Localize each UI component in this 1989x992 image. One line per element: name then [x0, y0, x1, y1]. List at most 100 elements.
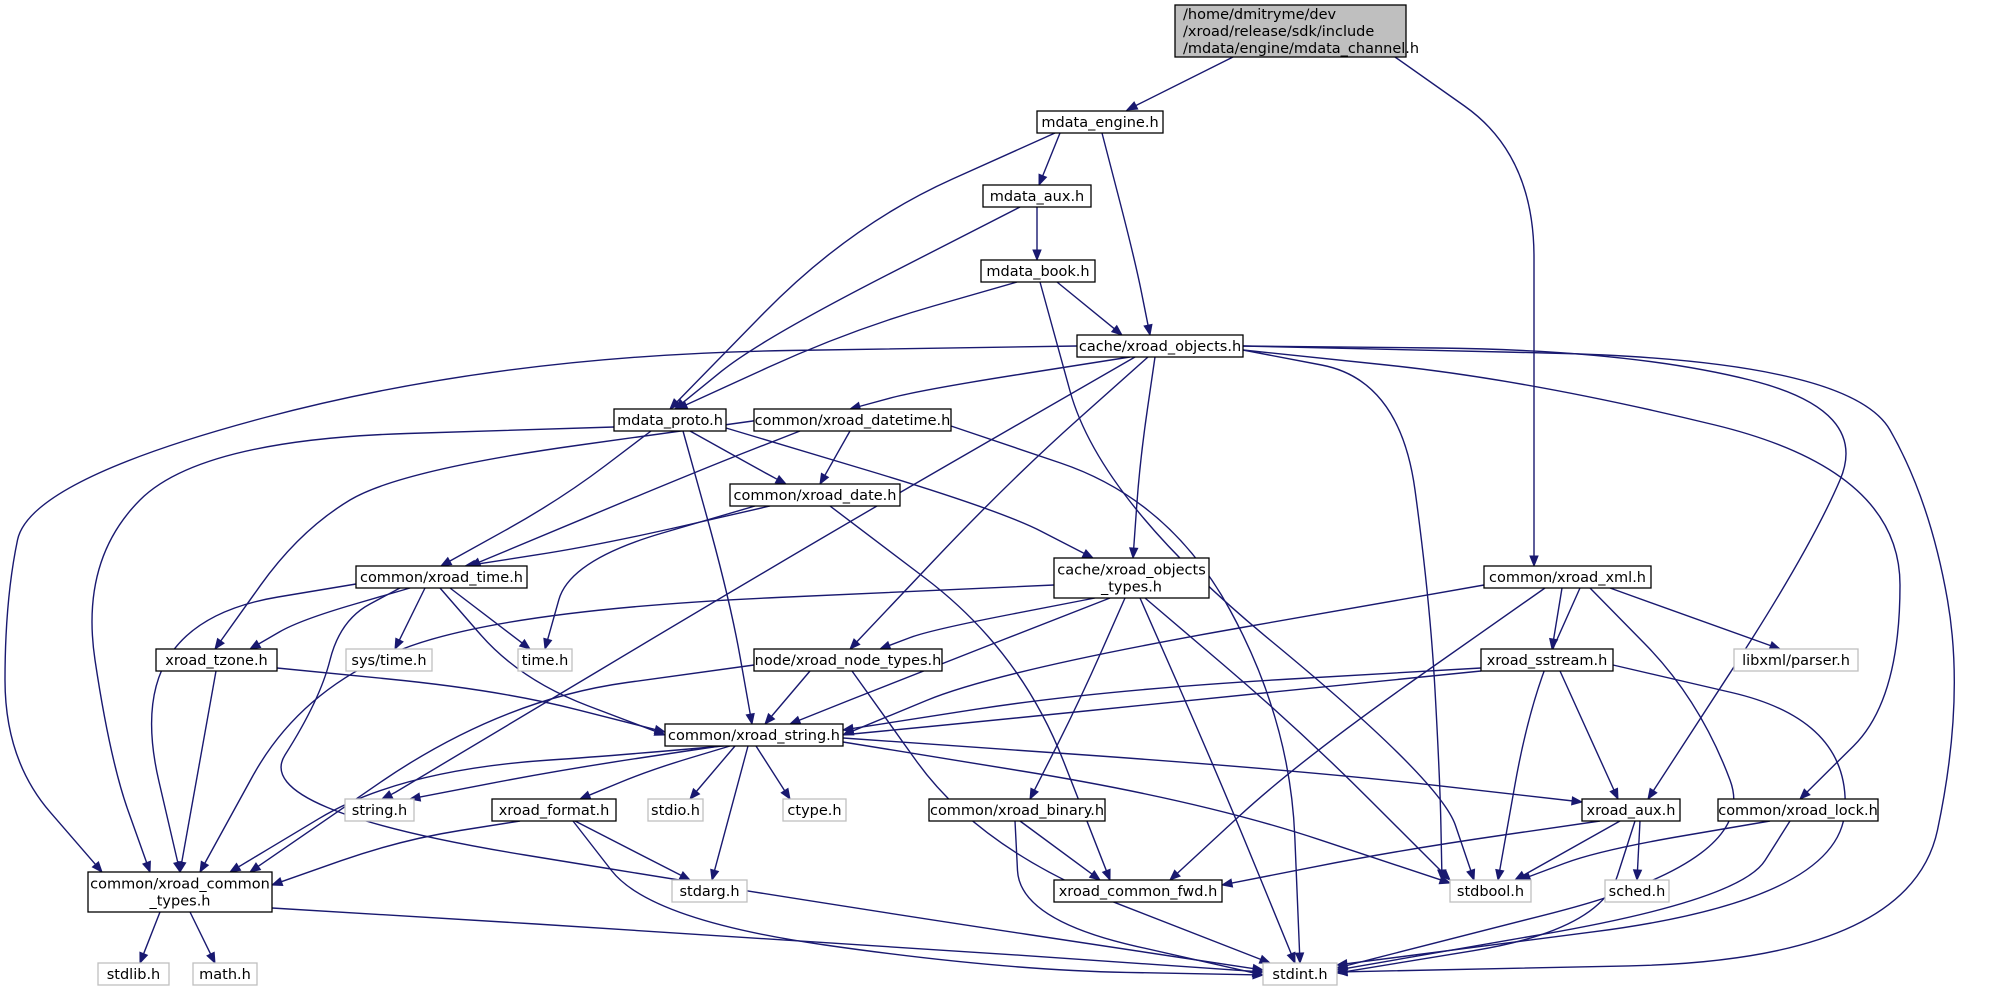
edge-arrowhead	[764, 712, 776, 726]
edge-line	[682, 206, 1021, 404]
node-stdint_h: stdint.h	[1262, 962, 1338, 986]
node-box	[355, 565, 528, 589]
edge-xroad_objects-to-objects_types	[1129, 356, 1156, 560]
edge-xroad_time-to-xroad_tzone	[248, 587, 411, 650]
edge-objects_types-to-common_types	[199, 584, 1055, 874]
edge-line	[189, 911, 212, 955]
node-box	[491, 798, 617, 822]
edge-arrowhead	[710, 868, 720, 882]
edge-arrowhead	[543, 637, 553, 651]
node-label: sys/time.h	[351, 653, 426, 669]
node-node_types[interactable]: node/xroad_node_types.h	[753, 648, 943, 672]
node-xroad_aux[interactable]: xroad_aux.h	[1581, 798, 1681, 822]
node-mdata_engine[interactable]: mdata_engine.h	[1036, 110, 1164, 134]
edge-xroad_string-to-stdarg_h	[710, 745, 749, 882]
edge-line	[1242, 345, 1847, 792]
edge-arrowhead	[1286, 951, 1296, 965]
node-root[interactable]: /home/dmitryme/dev/xroad/release/sdk/inc…	[1174, 4, 1419, 58]
node-xroad_datetime[interactable]: common/xroad_datetime.h	[753, 408, 952, 432]
node-xroad_time[interactable]: common/xroad_time.h	[355, 565, 528, 589]
edge-line	[1139, 597, 1292, 955]
node-label: stdlib.h	[107, 967, 161, 983]
edge-line	[770, 670, 811, 717]
edge-xroad_time-to-sys_time	[394, 587, 426, 651]
node-xroad_sstream[interactable]: xroad_sstream.h	[1480, 648, 1614, 672]
node-common_types[interactable]: common/xroad_common_types.h	[87, 871, 273, 913]
edge-mdata_engine-to-mdata_proto	[669, 132, 1056, 410]
node-xroad_lock[interactable]: common/xroad_lock.h	[1717, 798, 1879, 822]
node-string_h: string.h	[344, 798, 415, 822]
edge-xroad_objects-to-node_types	[849, 356, 1149, 650]
node-common_fwd[interactable]: xroad_common_fwd.h	[1053, 879, 1223, 903]
edge-arrowhead	[1143, 323, 1153, 337]
edge-node_types-to-xroad_string	[764, 670, 811, 726]
node-label: cache/xroad_objects.h	[1079, 339, 1241, 355]
node-mdata_book[interactable]: mdata_book.h	[980, 259, 1096, 283]
edge-mdata_book-to-stdbool_h	[1039, 281, 1476, 882]
edge-mdata_aux-to-mdata_proto	[673, 206, 1021, 410]
edge-arrowhead	[841, 723, 855, 734]
edge-arrowhead	[248, 639, 262, 650]
node-mdata_proto[interactable]: mdata_proto.h	[613, 408, 727, 432]
edge-line	[1033, 597, 1126, 791]
node-sys_time: sys/time.h	[345, 648, 433, 672]
node-xroad_objects[interactable]: cache/xroad_objects.h	[1076, 334, 1244, 358]
node-stdarg_h: stdarg.h	[671, 879, 748, 903]
edge-line	[91, 426, 615, 863]
edge-mdata_proto-to-xroad_string	[682, 430, 755, 726]
edge-line	[1346, 820, 1791, 969]
node-xroad_date[interactable]: common/xroad_date.h	[729, 483, 901, 507]
node-objects_types[interactable]: cache/xroad_objects_types.h	[1053, 557, 1210, 599]
edge-arrowhead	[788, 715, 802, 725]
node-box	[928, 798, 1106, 822]
edge-mdata_engine-to-xroad_objects	[1101, 132, 1153, 337]
edge-arrowhead	[439, 556, 453, 567]
edge-arrowhead	[199, 860, 210, 874]
edge-line	[755, 745, 786, 791]
edge-mdata_engine-to-mdata_aux	[1038, 132, 1061, 187]
node-box	[613, 408, 727, 432]
node-xroad_binary[interactable]: common/xroad_binary.h	[928, 798, 1106, 822]
edge-line	[829, 505, 1108, 871]
node-box	[1174, 4, 1407, 58]
node-label: common/xroad_datetime.h	[755, 413, 951, 429]
edge-line	[1133, 356, 1156, 549]
edge-xroad_string-to-stdbool_h	[842, 741, 1452, 885]
edge-line	[142, 911, 161, 954]
node-xroad_tzone[interactable]: xroad_tzone.h	[155, 648, 278, 672]
edge-xroad_lock-to-stdint_h	[1335, 820, 1791, 973]
edge-arrowhead	[849, 638, 861, 650]
edge-mdata_proto-to-common_types	[91, 426, 615, 874]
node-label: xroad_sstream.h	[1487, 653, 1608, 669]
node-xroad_xml[interactable]: common/xroad_xml.h	[1483, 565, 1652, 589]
edge-xroad_string-to-stdio_h	[689, 745, 736, 801]
node-box	[753, 408, 952, 432]
node-xroad_format[interactable]: xroad_format.h	[491, 798, 617, 822]
edge-line	[851, 670, 1261, 961]
edge-xroad_tzone-to-xroad_string	[276, 667, 667, 735]
edge-arrowhead	[1081, 548, 1095, 559]
edge-arrowhead	[518, 638, 532, 650]
edge-line	[1101, 132, 1149, 326]
edge-common_types-to-math_h	[189, 911, 216, 965]
node-label: xroad_aux.h	[1587, 803, 1676, 819]
edge-arrowhead	[1632, 869, 1643, 882]
edge-arrowhead	[1466, 868, 1476, 882]
edges-layer	[4, 56, 1955, 980]
edge-line	[204, 584, 1055, 864]
edge-arrowhead	[1029, 787, 1039, 801]
node-label: xroad_tzone.h	[165, 653, 268, 669]
edge-line	[1242, 349, 1443, 871]
node-mdata_aux[interactable]: mdata_aux.h	[982, 184, 1092, 208]
edge-arrowhead	[1495, 868, 1505, 882]
node-box	[1262, 962, 1338, 986]
edge-xroad_aux-to-stdbool_h	[1513, 820, 1621, 881]
edge-arrowhead	[1294, 952, 1305, 965]
node-label: stdbool.h	[1457, 884, 1524, 900]
edge-xroad_string-to-string_h	[408, 745, 721, 802]
edge-objects_types-to-xroad_binary	[1029, 597, 1126, 801]
node-xroad_string[interactable]: common/xroad_string.h	[664, 723, 844, 747]
edge-node_types-to-common_types	[248, 664, 755, 873]
edge-arrowhead	[214, 637, 225, 651]
